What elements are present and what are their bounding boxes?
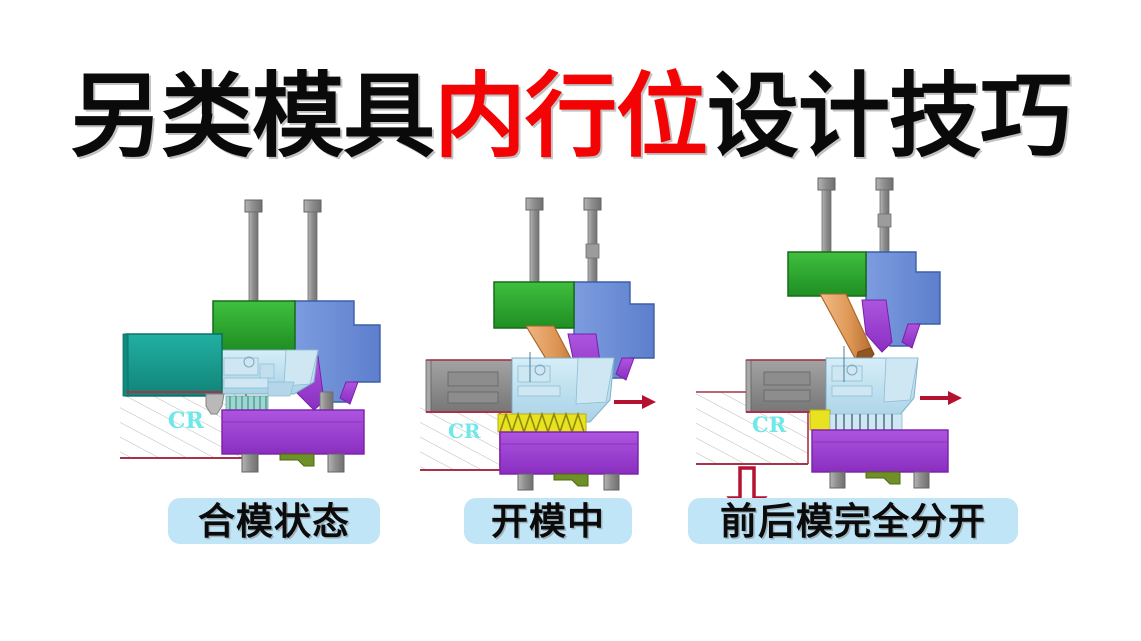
bolt-upper-left [525, 197, 544, 283]
title-segment-black-2: 设计技巧 [707, 63, 1072, 170]
caption-closed: 合模状态 [168, 498, 380, 544]
arrow-right-icon [614, 395, 656, 409]
hatch-label-cr: CR [752, 412, 787, 437]
page-title: 另类模具内行位设计技巧 [0, 62, 1141, 172]
bolt-upper-right [583, 197, 602, 307]
title-segment-black-1: 另类模具 [69, 63, 435, 170]
bottom-fasteners [241, 453, 345, 473]
green-upper-block [212, 300, 296, 351]
cavity-insert [511, 352, 615, 423]
yellow-spring [809, 409, 903, 431]
cavity-insert [825, 346, 919, 423]
hatch-label-cr: CR [448, 419, 481, 443]
green-upper-block [787, 251, 867, 297]
caption-opening-label: 开模中 [491, 499, 605, 543]
purple-base-plate [811, 429, 949, 473]
caption-separated-label: 前后模完全分开 [720, 499, 986, 543]
ejector-pins [205, 391, 334, 415]
diagram-panel-opening: CR [418, 186, 718, 491]
bolt-upper-right [303, 199, 322, 303]
caption-opening: 开模中 [464, 498, 632, 544]
gray-slide-block [425, 359, 513, 413]
arrow-right-icon [920, 391, 962, 405]
hatch-label-cr: CR [168, 408, 205, 434]
purple-base-plate [221, 409, 365, 455]
title-segment-red: 内行位 [433, 63, 708, 170]
bottom-fasteners [829, 471, 930, 489]
green-upper-block [493, 281, 575, 329]
caption-separated: 前后模完全分开 [688, 498, 1018, 544]
yellow-spring [497, 411, 587, 435]
purple-wedge-core [861, 299, 921, 353]
hatch-region-cr: CR [420, 398, 501, 471]
bolt-upper-left [244, 199, 263, 303]
bolt-upper-left [817, 177, 836, 253]
diagram-panel-closed: CR [118, 186, 438, 486]
diagram-panel-separated: CR [690, 170, 1020, 523]
caption-closed-label: 合模状态 [198, 499, 350, 543]
teal-slide-block [122, 333, 223, 397]
gray-slide-block [745, 359, 827, 413]
purple-base-plate [499, 431, 639, 475]
bottom-fasteners [517, 473, 620, 491]
bolt-upper-right [875, 177, 894, 257]
cavity-insert [212, 349, 319, 397]
